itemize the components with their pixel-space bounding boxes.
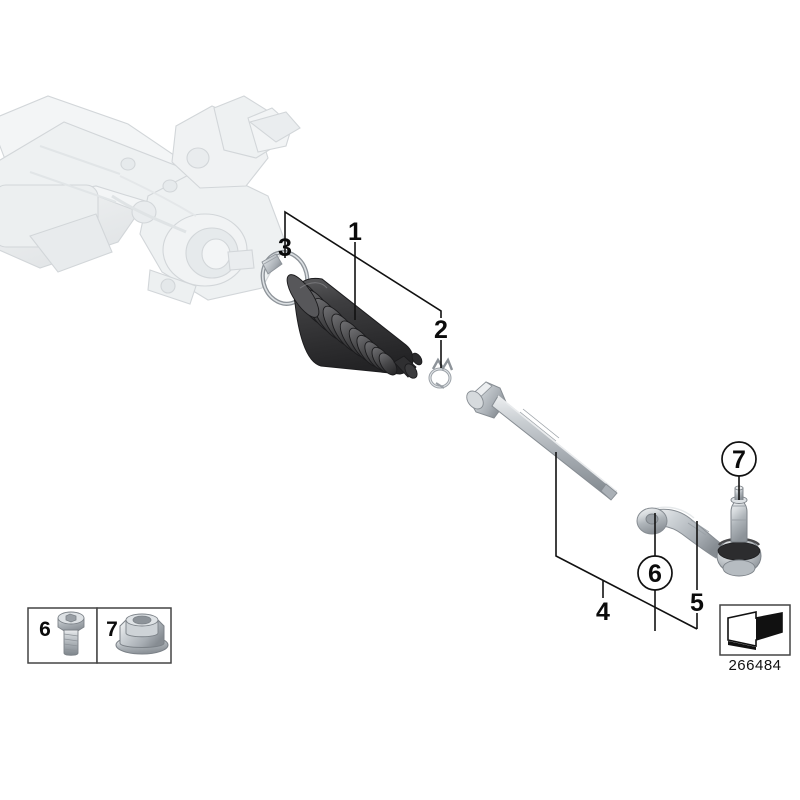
hex-socket-bolt-icon: [57, 611, 85, 656]
direction-arrow-icon: [727, 611, 783, 650]
callout-3: 3: [278, 234, 292, 262]
legend-box-7: 7: [96, 607, 172, 664]
steering-gear-housing-ghost: [0, 95, 301, 305]
diagram-id-badge: 266484: [719, 604, 791, 674]
bellows-boot-part1: [286, 274, 423, 379]
callout-5: 5: [690, 589, 704, 617]
spring-band-clamp-part2: [428, 357, 454, 389]
leader-lines: [284, 210, 740, 631]
tie-rod-end-part5: [636, 485, 762, 577]
callout-4: 4: [596, 598, 610, 626]
hose-clamp-ring-part3: [260, 250, 310, 306]
callout-7: 7: [732, 446, 746, 474]
diagram-id-number: 266484: [728, 657, 781, 674]
legend-number-7: 7: [106, 618, 118, 641]
callout-circle-7: [721, 441, 757, 477]
legend-box-6: 6: [27, 607, 98, 664]
callout-circle-6: [637, 555, 673, 591]
callout-1: 1: [348, 218, 362, 246]
callout-6: 6: [648, 560, 662, 588]
callout-2: 2: [434, 316, 448, 344]
legend-number-6: 6: [39, 618, 51, 641]
inner-tie-rod-part4: [466, 381, 618, 501]
flange-nut-icon: [115, 613, 169, 655]
